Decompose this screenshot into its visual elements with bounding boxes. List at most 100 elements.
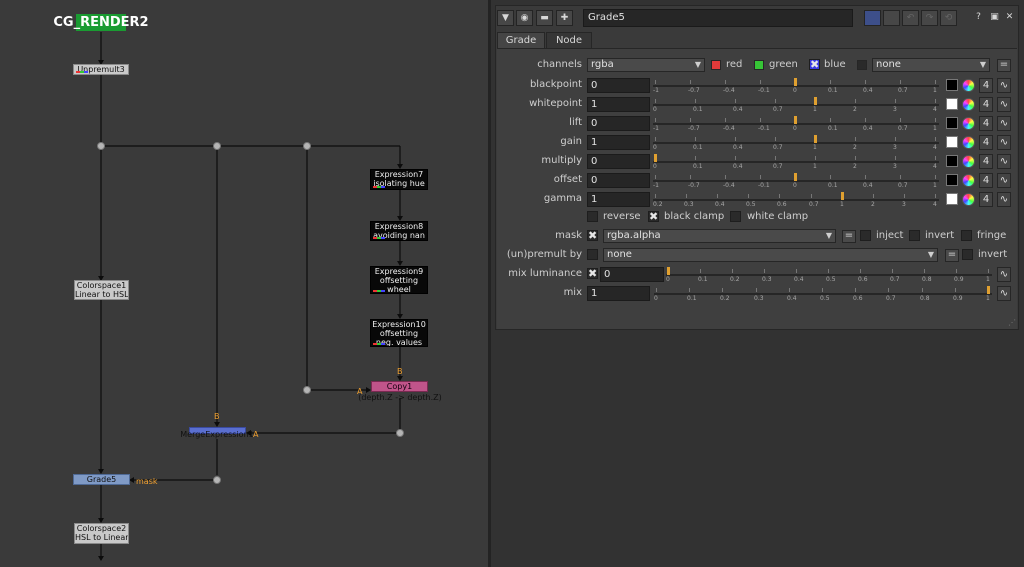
premult-link-button[interactable]: = bbox=[945, 249, 959, 262]
whitepoint-field[interactable]: 1 bbox=[587, 97, 650, 112]
multiply-animation-icon[interactable]: ∿ bbox=[997, 154, 1011, 169]
close-icon[interactable]: ✕ bbox=[1005, 12, 1014, 22]
tab-grade[interactable]: Grade bbox=[497, 32, 545, 48]
premult-enable-checkbox[interactable] bbox=[587, 249, 598, 260]
lift-color-swatch[interactable] bbox=[946, 117, 958, 129]
dot-node[interactable] bbox=[396, 429, 404, 437]
gamma-color-swatch[interactable] bbox=[946, 193, 958, 205]
premult-invert-checkbox[interactable] bbox=[962, 249, 973, 260]
mix-animation-icon[interactable]: ∿ bbox=[997, 286, 1011, 301]
mask-invert-checkbox[interactable] bbox=[909, 230, 920, 241]
node-colorspace1[interactable]: Colorspace1 Linear to HSL bbox=[74, 280, 129, 300]
node-expression10[interactable]: Expression10 offsetting neg. values bbox=[370, 319, 428, 347]
viewer-icon[interactable]: ◉ bbox=[516, 10, 533, 26]
multiply-color-swatch[interactable] bbox=[946, 155, 958, 167]
collapse-icon[interactable]: ▼ bbox=[497, 10, 514, 26]
whitepoint-channels-button[interactable]: 4 bbox=[979, 97, 993, 112]
color-node2-icon[interactable] bbox=[883, 10, 900, 26]
dot-node[interactable] bbox=[97, 142, 105, 150]
color-node-icon[interactable] bbox=[864, 10, 881, 26]
channels-menu[interactable]: rgba▼ bbox=[587, 58, 705, 72]
slider-handle[interactable] bbox=[794, 173, 797, 181]
node-name-field[interactable]: Grade5 bbox=[583, 9, 853, 27]
blackpoint-field[interactable]: 0 bbox=[587, 78, 650, 93]
node-expression7[interactable]: Expression7 isolating hue bbox=[370, 169, 428, 190]
offset-color-swatch[interactable] bbox=[946, 174, 958, 186]
gamma-field[interactable]: 1 bbox=[587, 192, 650, 207]
whitepoint-color-swatch[interactable] bbox=[946, 98, 958, 110]
slider-handle[interactable] bbox=[987, 286, 990, 294]
pane-splitter[interactable] bbox=[488, 0, 491, 567]
node-copy1[interactable]: Copy1 bbox=[371, 381, 428, 392]
slider-handle[interactable] bbox=[794, 116, 797, 124]
slider-handle[interactable] bbox=[814, 135, 817, 143]
mix-field[interactable]: 1 bbox=[587, 286, 650, 301]
offset-animation-icon[interactable]: ∿ bbox=[997, 173, 1011, 188]
whitepoint-animation-icon[interactable]: ∿ bbox=[997, 97, 1011, 112]
blackpoint-color-swatch[interactable] bbox=[946, 79, 958, 91]
redo-icon[interactable]: ↷ bbox=[921, 10, 938, 26]
gamma-channels-button[interactable]: 4 bbox=[979, 192, 993, 207]
fringe-checkbox[interactable] bbox=[961, 230, 972, 241]
alpha-channel-toggle[interactable] bbox=[857, 60, 867, 70]
resize-grip-icon[interactable]: ⋰ bbox=[1008, 318, 1016, 327]
dot-node[interactable] bbox=[213, 476, 221, 484]
node-mergeexpression1[interactable] bbox=[189, 427, 246, 434]
mask-enable-checkbox[interactable]: ✖ bbox=[587, 229, 598, 242]
node-expression9[interactable]: Expression9 offsetting wheel bbox=[370, 266, 428, 294]
reverse-checkbox[interactable] bbox=[587, 211, 598, 222]
lift-animation-icon[interactable]: ∿ bbox=[997, 116, 1011, 131]
offset-field[interactable]: 0 bbox=[587, 173, 650, 188]
mask-link-button[interactable]: = bbox=[842, 230, 856, 243]
node-colorspace2[interactable]: Colorspace2 HSL to Linear bbox=[74, 523, 129, 544]
float-icon[interactable]: ▣ bbox=[990, 12, 999, 22]
offset-color-wheel-icon[interactable] bbox=[962, 174, 975, 187]
node-unpremult[interactable]: Unpremult3 bbox=[73, 64, 129, 75]
gamma-color-wheel-icon[interactable] bbox=[962, 193, 975, 206]
blackpoint-color-wheel-icon[interactable] bbox=[962, 79, 975, 92]
gain-color-wheel-icon[interactable] bbox=[962, 136, 975, 149]
premult-channel-menu[interactable]: none▼ bbox=[603, 248, 938, 262]
gamma-animation-icon[interactable]: ∿ bbox=[997, 192, 1011, 207]
gain-color-swatch[interactable] bbox=[946, 136, 958, 148]
slider-handle[interactable] bbox=[794, 78, 797, 86]
revert-icon[interactable]: ⟲ bbox=[940, 10, 957, 26]
gain-animation-icon[interactable]: ∿ bbox=[997, 135, 1011, 150]
tab-node[interactable]: Node bbox=[546, 32, 592, 48]
gain-channels-button[interactable]: 4 bbox=[979, 135, 993, 150]
multiply-color-wheel-icon[interactable] bbox=[962, 155, 975, 168]
channels-link-button[interactable]: = bbox=[997, 59, 1011, 72]
blackpoint-animation-icon[interactable]: ∿ bbox=[997, 78, 1011, 93]
black-clamp-checkbox[interactable]: ✖ bbox=[648, 210, 659, 223]
slider-handle[interactable] bbox=[667, 267, 670, 275]
multiply-field[interactable]: 0 bbox=[587, 154, 650, 169]
wrench-icon[interactable]: ✚ bbox=[556, 10, 573, 26]
mask-channel-menu[interactable]: rgba.alpha▼ bbox=[603, 229, 836, 243]
dot-node[interactable] bbox=[213, 142, 221, 150]
offset-channels-button[interactable]: 4 bbox=[979, 173, 993, 188]
whitepoint-color-wheel-icon[interactable] bbox=[962, 98, 975, 111]
node-graph[interactable]: CG_RENDER2 Unpremult3 Colorspace1 Linear… bbox=[0, 0, 488, 567]
dot-node[interactable] bbox=[303, 142, 311, 150]
blue-channel-toggle[interactable]: ✖ bbox=[809, 58, 820, 71]
slider-handle[interactable] bbox=[841, 192, 844, 200]
mix-luminance-animation-icon[interactable]: ∿ bbox=[997, 267, 1011, 282]
help-icon[interactable]: ? bbox=[976, 12, 981, 22]
mix-luminance-field[interactable]: 0 bbox=[600, 267, 664, 282]
green-channel-toggle[interactable] bbox=[754, 60, 764, 70]
mix-luminance-checkbox[interactable]: ✖ bbox=[587, 267, 598, 280]
lift-color-wheel-icon[interactable] bbox=[962, 117, 975, 130]
lift-field[interactable]: 0 bbox=[587, 116, 650, 131]
blackpoint-channels-button[interactable]: 4 bbox=[979, 78, 993, 93]
red-channel-toggle[interactable] bbox=[711, 60, 721, 70]
slider-handle[interactable] bbox=[814, 97, 817, 105]
gain-field[interactable]: 1 bbox=[587, 135, 650, 150]
